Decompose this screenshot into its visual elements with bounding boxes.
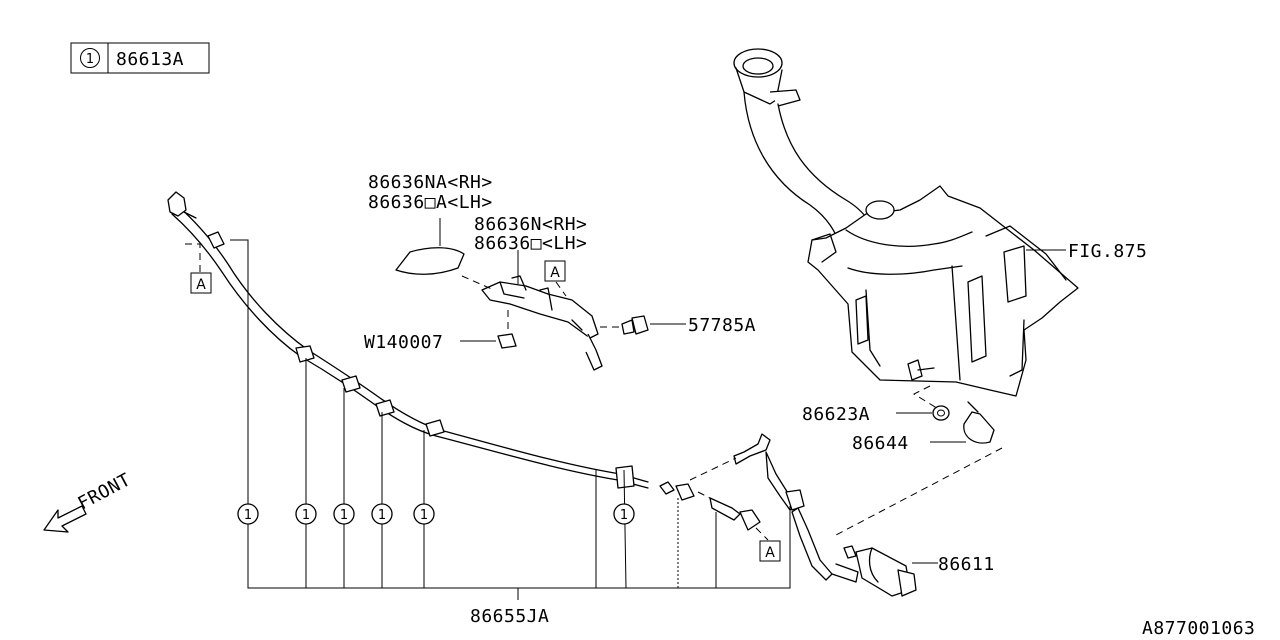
washer-hose	[167, 191, 833, 581]
tank-ref-label: FIG.875	[1068, 241, 1147, 262]
callout-1c: 1	[333, 503, 355, 525]
nozzle-part	[481, 275, 603, 371]
front-label: FRONT	[74, 469, 134, 514]
legend-marker: 1	[86, 52, 94, 67]
nozzle-cover-part	[395, 247, 465, 275]
bracket-part	[963, 401, 995, 444]
callout-1b: 1	[295, 503, 317, 525]
view-marker-a-nozzle: A	[544, 260, 566, 282]
hose-label: 86655JA	[470, 606, 549, 627]
grommet-label: 86623A	[802, 404, 870, 425]
front-arrow-icon	[43, 505, 87, 533]
view-marker-a-right: A	[759, 540, 781, 562]
svg-text:1: 1	[620, 508, 628, 523]
legend-box: 1 86613A	[70, 42, 210, 74]
svg-text:A: A	[765, 545, 775, 561]
view-marker-a-left: A	[190, 272, 212, 294]
svg-text:1: 1	[244, 508, 252, 523]
clip-part	[621, 315, 649, 335]
pump-label: 86611	[938, 554, 995, 575]
nozzle-rh-label: 86636N<RH>	[474, 214, 587, 235]
pump-part	[831, 545, 917, 597]
figure-code: A877001063	[1142, 618, 1255, 639]
dashline-hose-joint	[697, 491, 711, 499]
callout-1a: 1	[237, 503, 259, 525]
callout-1d: 1	[371, 503, 393, 525]
dashline-marker-nozzle	[555, 281, 567, 297]
clip-label: 57785A	[688, 315, 756, 336]
svg-text:1: 1	[340, 508, 348, 523]
dashline-hose-branch	[689, 457, 737, 481]
nozzle-cover-lh-label: 86636□A<LH>	[368, 192, 493, 213]
dashline-marker-left	[182, 243, 201, 272]
legend-callout-circle	[80, 48, 100, 68]
washer-tank	[733, 48, 1079, 397]
dashline-nozzle-cover	[461, 275, 495, 291]
callout-1e: 1	[413, 503, 435, 525]
svg-text:1: 1	[420, 508, 428, 523]
svg-text:1: 1	[378, 508, 386, 523]
bolt-label: W140007	[364, 332, 443, 353]
nozzle-lh-label: 86636□<LH>	[474, 233, 587, 254]
legend-part-number: 86613A	[116, 49, 184, 70]
svg-text:A: A	[550, 265, 560, 281]
dashline-grommet	[912, 385, 941, 411]
grommet-part	[932, 405, 950, 421]
dashline-marker-right	[755, 527, 769, 541]
bracket-label: 86644	[852, 433, 909, 454]
callout-1f: 1	[613, 503, 635, 525]
bolt-part	[497, 310, 517, 349]
nozzle-cover-rh-label: 86636NA<RH>	[368, 172, 493, 193]
svg-text:A: A	[196, 277, 206, 293]
svg-text:1: 1	[302, 508, 310, 523]
dashline-pump	[833, 447, 1003, 537]
